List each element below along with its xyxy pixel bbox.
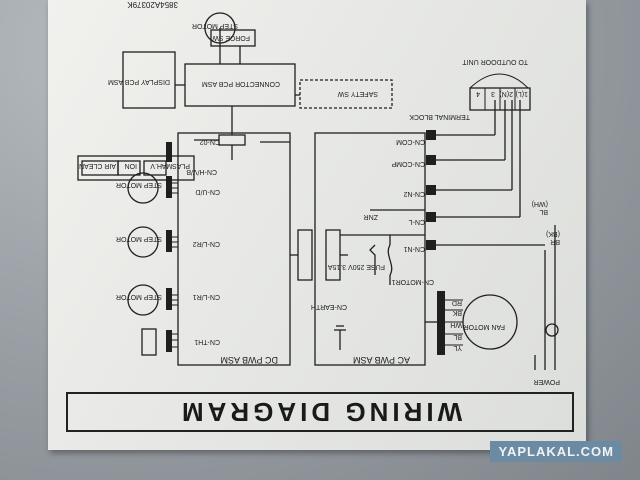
terminal-block-label: TERMINAL BLOCK bbox=[409, 113, 470, 120]
step-motor-group bbox=[127, 12, 236, 316]
air-clean-label: AIR CLEAN bbox=[79, 162, 116, 169]
plasma-label: PLASMA bbox=[161, 162, 190, 169]
connector-pcb-label: CONNECTOR PCB ASM bbox=[202, 80, 280, 87]
znr-label: ZNR bbox=[364, 213, 378, 220]
wire-wh: WH bbox=[450, 321, 462, 328]
dc-pwb-label: DC PWB ASM bbox=[220, 355, 278, 365]
cn-lr1-label: CN-L/R1 bbox=[193, 293, 220, 300]
title-band bbox=[66, 392, 574, 432]
wire-bk-paren: (BK) bbox=[546, 230, 560, 237]
to-outdoor-label: TO OUTDOOR UNIT bbox=[462, 58, 528, 65]
cn-hvb-label: CN-H/V/B bbox=[186, 168, 217, 175]
wiring-label-sticker bbox=[48, 0, 586, 450]
ground-symbol bbox=[545, 323, 559, 337]
cn-l-label: CN-L bbox=[409, 218, 425, 225]
cn-th1-label: CN-TH1 bbox=[194, 338, 220, 345]
cn-ud-label: CN-U/D bbox=[196, 188, 221, 195]
cn-motor1-label: CN-MOTOR1 bbox=[392, 278, 434, 285]
hv-label: H.V bbox=[150, 162, 162, 169]
cn-n1-label: CN-N1 bbox=[404, 245, 425, 252]
wire-bl: BL bbox=[453, 333, 462, 340]
part-number: 3854A20379K bbox=[127, 0, 178, 9]
wire-bk: BK bbox=[452, 309, 462, 316]
plasma-hv-box bbox=[77, 155, 195, 181]
wire-rd: RD bbox=[452, 299, 462, 306]
safety-sw-box bbox=[299, 79, 393, 109]
terminal-3: 3 bbox=[491, 90, 495, 97]
ac-pwb-box bbox=[314, 132, 426, 366]
terminal-4: 4 bbox=[476, 90, 480, 97]
cn-02-label: CN-02 bbox=[200, 138, 220, 145]
cn-com-label: CN-COM bbox=[396, 138, 425, 145]
wire-wh-paren: (WH) bbox=[532, 200, 548, 207]
power-label: POWER bbox=[534, 378, 560, 385]
force-sw-label: FORCE SW bbox=[212, 34, 250, 41]
thermistor bbox=[141, 328, 157, 356]
dc-pwb-box bbox=[177, 132, 291, 366]
fan-motor bbox=[462, 294, 518, 350]
display-pcb-box bbox=[122, 51, 176, 109]
wire-br: BR bbox=[550, 238, 560, 245]
cn-lr2-label: CN-L/R2 bbox=[193, 240, 220, 247]
watermark: YAPLAKAL.COM bbox=[490, 441, 622, 462]
fuse-label: FUSE 250V 3.15A bbox=[327, 263, 385, 270]
step-motor-label-3: STEP MOTOR bbox=[116, 181, 162, 188]
diagram-title: WIRING DIAGRAM bbox=[177, 397, 463, 428]
cn-earth-label: CN-EARTH bbox=[311, 303, 347, 310]
cn-n2-label: CN-N2 bbox=[404, 190, 425, 197]
transformer bbox=[297, 229, 313, 281]
step-motor-label-2: STEP MOTOR bbox=[116, 235, 162, 242]
ion-label: ION bbox=[125, 162, 137, 169]
display-pcb-label: DISPLAY PCB ASM bbox=[108, 78, 170, 85]
wire-yl: YL bbox=[453, 344, 462, 351]
terminal-1: 1(L) bbox=[516, 90, 528, 97]
cn-comp-label: CN-COMP bbox=[391, 160, 425, 167]
terminal-2: 2(N) bbox=[499, 90, 513, 97]
wire-bl-power: BL bbox=[539, 208, 548, 215]
fan-motor-label: FAN MOTOR bbox=[464, 323, 505, 330]
ac-pwb-label: AC PWB ASM bbox=[353, 355, 410, 365]
step-motor-label-1: STEP MOTOR bbox=[116, 293, 162, 300]
step-motor-label-top: STEP MOTOR bbox=[192, 22, 238, 29]
safety-sw-label: SAFETY SW bbox=[337, 90, 378, 97]
force-sw-box bbox=[210, 29, 256, 47]
